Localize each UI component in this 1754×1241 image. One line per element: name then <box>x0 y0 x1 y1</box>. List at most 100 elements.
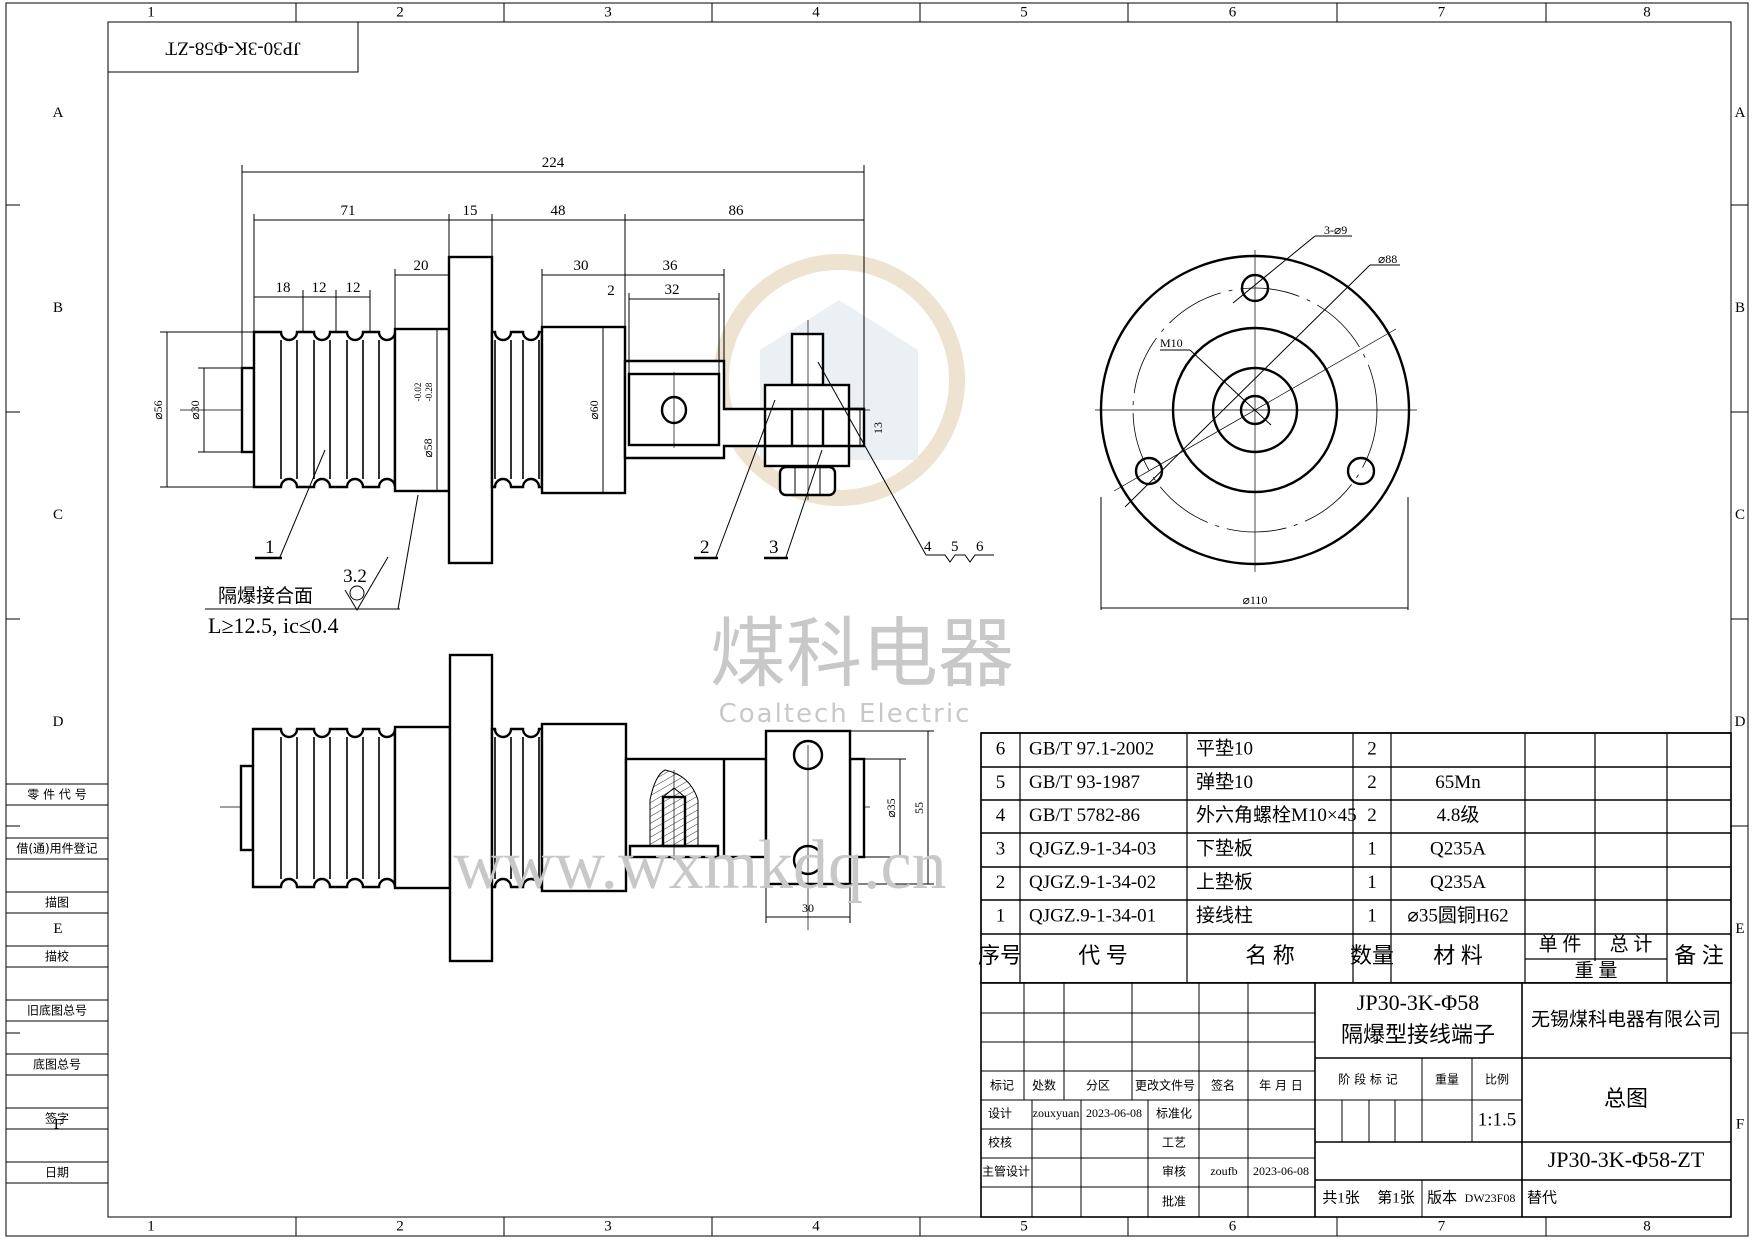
bom-header-unit-weight: 单 件 <box>1539 933 1582 955</box>
roughness-value: 3.2 <box>343 566 367 587</box>
bellows-ribs <box>252 330 397 489</box>
sidebar-label: 零 件 代 号 <box>27 788 86 802</box>
bom-header-total-weight: 总 计 <box>1610 933 1653 955</box>
bom-cell-name: 上垫板 <box>1196 871 1253 893</box>
bom-header-code: 代 号 <box>1078 943 1128 968</box>
replace-label: 替代 <box>1527 1189 1557 1206</box>
bom-cell-material: 4.8级 <box>1437 804 1480 826</box>
sidebar-label: 借(通)用件登记 <box>16 841 97 856</box>
dim-86: 86 <box>729 203 745 219</box>
m10-hole <box>1239 394 1271 426</box>
bom-header-remark: 备 注 <box>1674 943 1724 968</box>
bolt-circle <box>1132 287 1378 533</box>
review-label: 审核 <box>1162 1164 1186 1179</box>
flange-outline <box>1099 254 1411 566</box>
hex-nut <box>778 465 837 497</box>
balloon-2: 2 <box>700 537 710 558</box>
drawing-type: 总图 <box>1604 1087 1648 1112</box>
dim-12a: 12 <box>312 280 327 296</box>
bom-cell-code: GB/T 97.1-2002 <box>1029 738 1154 759</box>
balloon-5: 5 <box>951 539 959 555</box>
dim-phi60: ⌀60 <box>587 400 601 419</box>
sidebar-label: 描图 <box>45 896 69 910</box>
dim-32: 32 <box>665 282 680 298</box>
drawing-number: JP30-3K-Φ58-ZT <box>1548 1147 1705 1172</box>
note-text: L≥12.5, ic≤0.4 <box>208 613 338 638</box>
weight-label: 重量 <box>1435 1073 1459 1087</box>
dim-phi35: ⌀35 <box>884 798 898 817</box>
company-name: 无锡煤科电器有限公司 <box>1531 1009 1721 1031</box>
zone-row-label: D <box>1735 714 1746 730</box>
bom-cell-code: GB/T 93-1987 <box>1029 772 1140 793</box>
stage-label: 阶 段 标 记 <box>1338 1072 1397 1087</box>
zone-row-label: F <box>1736 1116 1744 1132</box>
zone-row-label: C <box>1735 507 1745 523</box>
zone-row-label: D <box>53 714 64 730</box>
mirrored-title-box: JP30-3K-Φ58-ZT <box>107 21 359 73</box>
bom-cell-qty: 1 <box>1367 905 1377 926</box>
bom-cell-material: Q235A <box>1430 838 1486 859</box>
bom-cell-no: 4 <box>996 805 1006 826</box>
bellows-ribs <box>490 330 544 489</box>
rev-header: 分区 <box>1086 1079 1110 1093</box>
sidebar-label: 描校 <box>45 949 69 964</box>
process-label: 工艺 <box>1162 1136 1186 1150</box>
bom-header-qty: 数量 <box>1350 943 1394 968</box>
dim-phi110: ⌀110 <box>1243 593 1268 607</box>
bom-cell-name: 接线柱 <box>1196 904 1253 926</box>
zone-col-label: 3 <box>604 4 612 20</box>
cylinder-58 <box>393 327 451 493</box>
dim-20: 20 <box>414 258 429 274</box>
dim-13: 13 <box>871 422 885 434</box>
cylinder-60 <box>540 325 627 495</box>
dim-overall: 224 <box>542 155 565 171</box>
bolt <box>790 332 825 387</box>
bom-cell-qty: 2 <box>1367 805 1377 826</box>
reviewer: zoufb <box>1210 1164 1237 1178</box>
side-view: 3-⌀9 ⌀88 M10 ⌀110 <box>1095 223 1417 610</box>
dim-55: 55 <box>912 802 926 814</box>
zone-col-label: 1 <box>147 4 155 20</box>
designer: zouxyuan <box>1033 1106 1080 1120</box>
watermark-en: Coaltech Electric <box>719 699 972 729</box>
bom-cell-name: 外六角螺栓M10×45 <box>1196 804 1357 826</box>
bom-cell-code: QJGZ.9-1-34-01 <box>1029 905 1156 926</box>
rev-header: 标记 <box>990 1079 1014 1093</box>
zone-col-label: 7 <box>1438 4 1446 20</box>
balloon-3: 3 <box>769 537 779 558</box>
dim-30: 30 <box>574 258 589 274</box>
sidebar-label: 日期 <box>45 1166 69 1180</box>
bom-cell-no: 2 <box>996 872 1006 893</box>
dim-30-top: 30 <box>802 901 814 915</box>
dim-phi56: ⌀56 <box>151 400 165 419</box>
bom-cell-code: QJGZ.9-1-34-03 <box>1029 838 1156 859</box>
watermark-url: www.wxmkdq.cn <box>453 827 946 904</box>
standard-label: 标准化 <box>1156 1107 1192 1121</box>
pad-block <box>763 383 851 468</box>
terminal-stub <box>240 366 256 454</box>
flange <box>447 255 494 565</box>
zone-row-label: F <box>54 1116 62 1132</box>
dim-12b: 12 <box>346 280 361 296</box>
zone-col-label: 3 <box>604 1218 612 1234</box>
balloon-4: 4 <box>924 539 932 555</box>
bom-header-name: 名 称 <box>1245 943 1295 968</box>
scale-label: 比例 <box>1485 1073 1509 1087</box>
bom-cell-code: QJGZ.9-1-34-02 <box>1029 872 1156 893</box>
zone-row-label: C <box>53 507 63 523</box>
dim-phi30: ⌀30 <box>188 400 202 419</box>
balloon-1: 1 <box>265 537 275 558</box>
sheet-count: 共1张 <box>1322 1189 1360 1206</box>
zone-row-label: A <box>53 105 64 121</box>
zone-row-label: B <box>53 300 63 316</box>
sidebar-label: 底图总号 <box>33 1057 81 1072</box>
note-title: 隔爆接合面 <box>218 585 313 607</box>
zone-col-label: 5 <box>1020 1218 1028 1234</box>
bom-cell-qty: 2 <box>1367 772 1377 793</box>
rev-header: 处数 <box>1032 1078 1056 1093</box>
dim-36: 36 <box>663 258 679 274</box>
dim-m10: M10 <box>1160 336 1183 350</box>
bolt-hole <box>1346 456 1376 486</box>
rev-header: 更改文件号 <box>1135 1078 1195 1093</box>
